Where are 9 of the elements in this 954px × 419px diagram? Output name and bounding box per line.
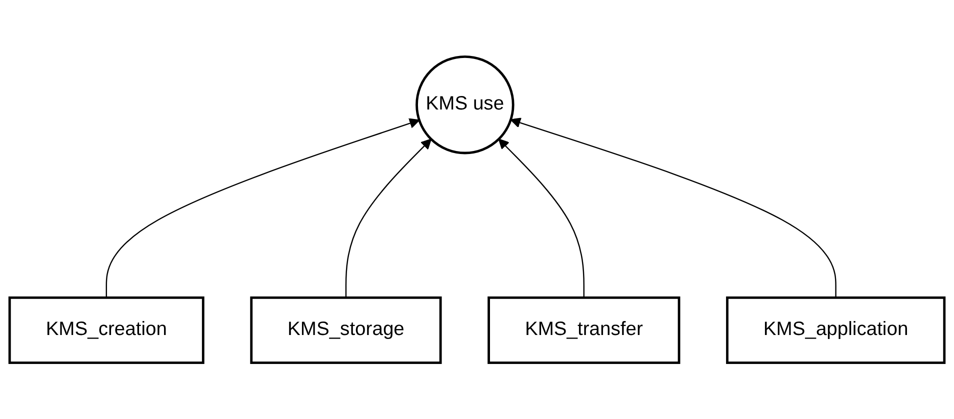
node-box: KMS_creation <box>8 296 204 364</box>
arrow <box>106 118 420 298</box>
node-box: KMS_transfer <box>488 296 680 364</box>
arrow <box>498 138 585 298</box>
arrow <box>510 117 836 298</box>
arrow <box>345 138 432 298</box>
node-box: KMS_storage <box>250 296 442 364</box>
node-circle: KMS use <box>416 55 514 154</box>
node-box: KMS_application <box>726 296 946 364</box>
